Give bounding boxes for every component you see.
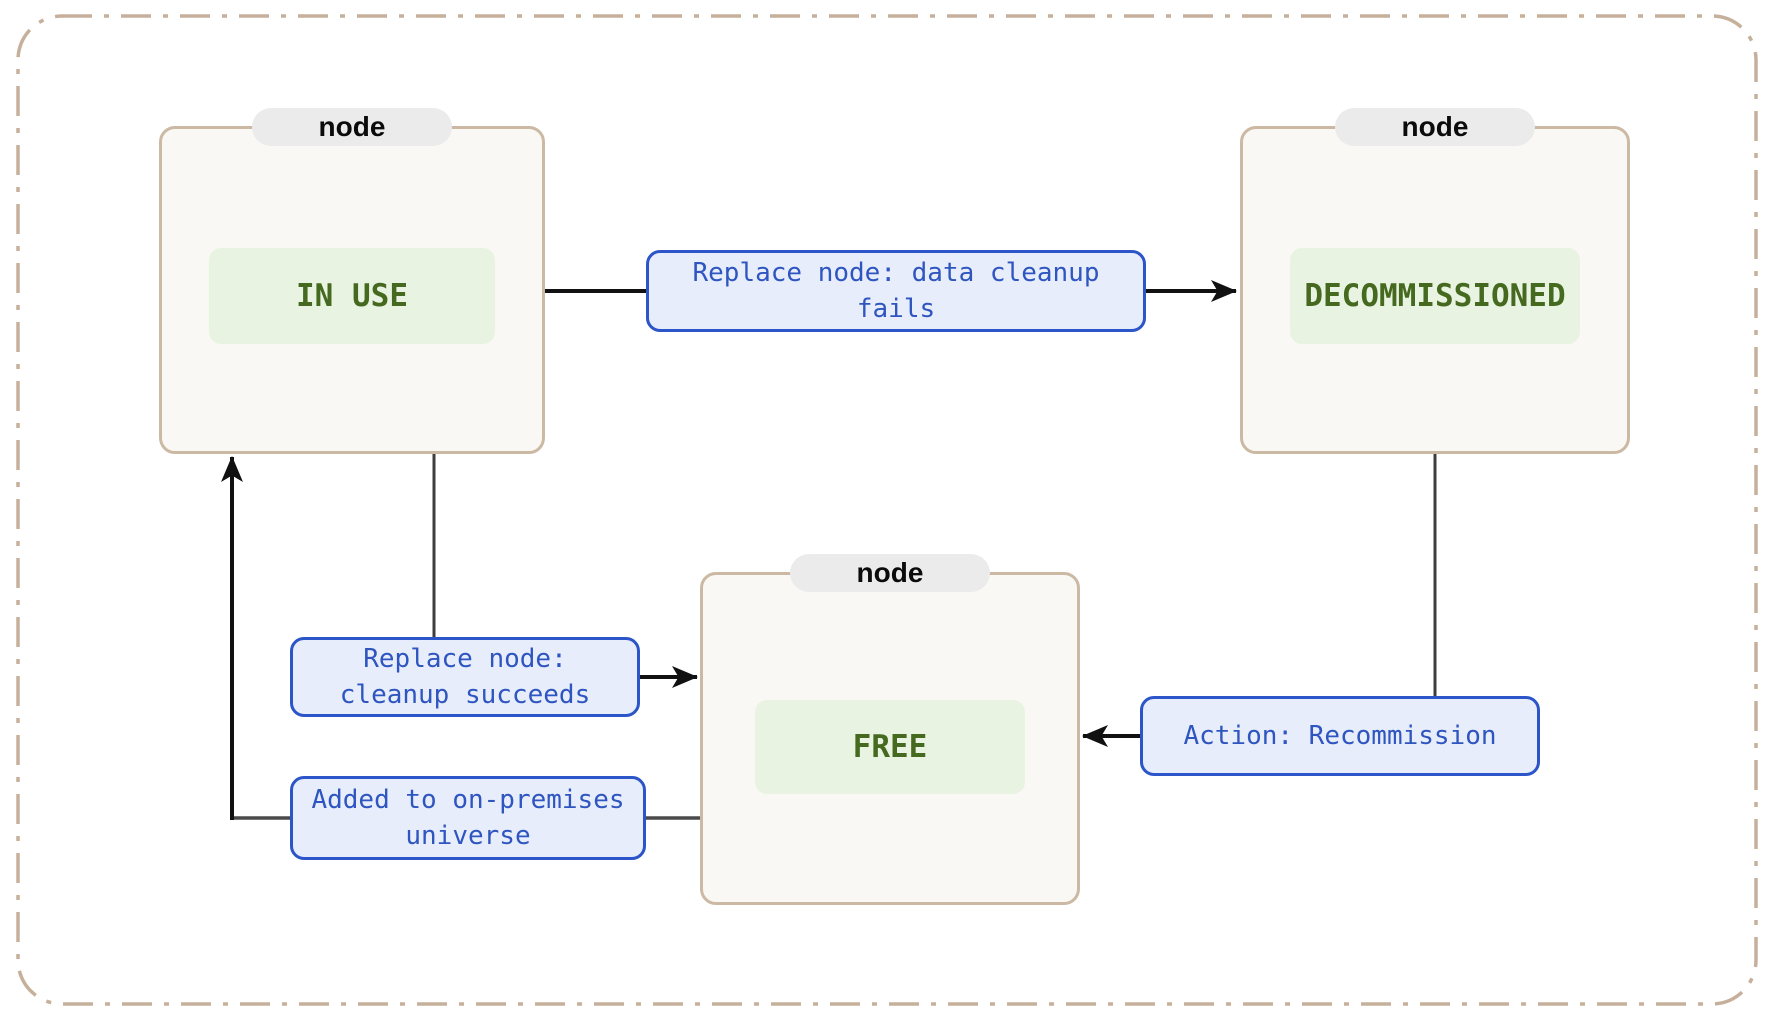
edge-label-replace-node-data-cleanup-fails: Replace node: data cleanup fails [646,250,1146,332]
state-pill-in-use: IN USE [209,248,495,344]
state-pill-free: FREE [755,700,1025,794]
node-badge: node [790,554,990,592]
node-badge: node [252,108,452,146]
node-box-in-use: node IN USE [159,108,545,454]
node-badge: node [1335,108,1535,146]
outer-dashed-frame [16,14,1758,1006]
edge-label-action-recommission: Action: Recommission [1140,696,1540,776]
state-pill-decommissioned: DECOMMISSIONED [1290,248,1580,344]
node-box-decommissioned: node DECOMMISSIONED [1240,108,1630,454]
edge-label-replace-node-cleanup-succeeds: Replace node: cleanup succeeds [290,637,640,717]
node-box-free: node FREE [700,554,1080,905]
edge-label-added-to-on-premises-universe: Added to on-premises universe [290,776,646,860]
